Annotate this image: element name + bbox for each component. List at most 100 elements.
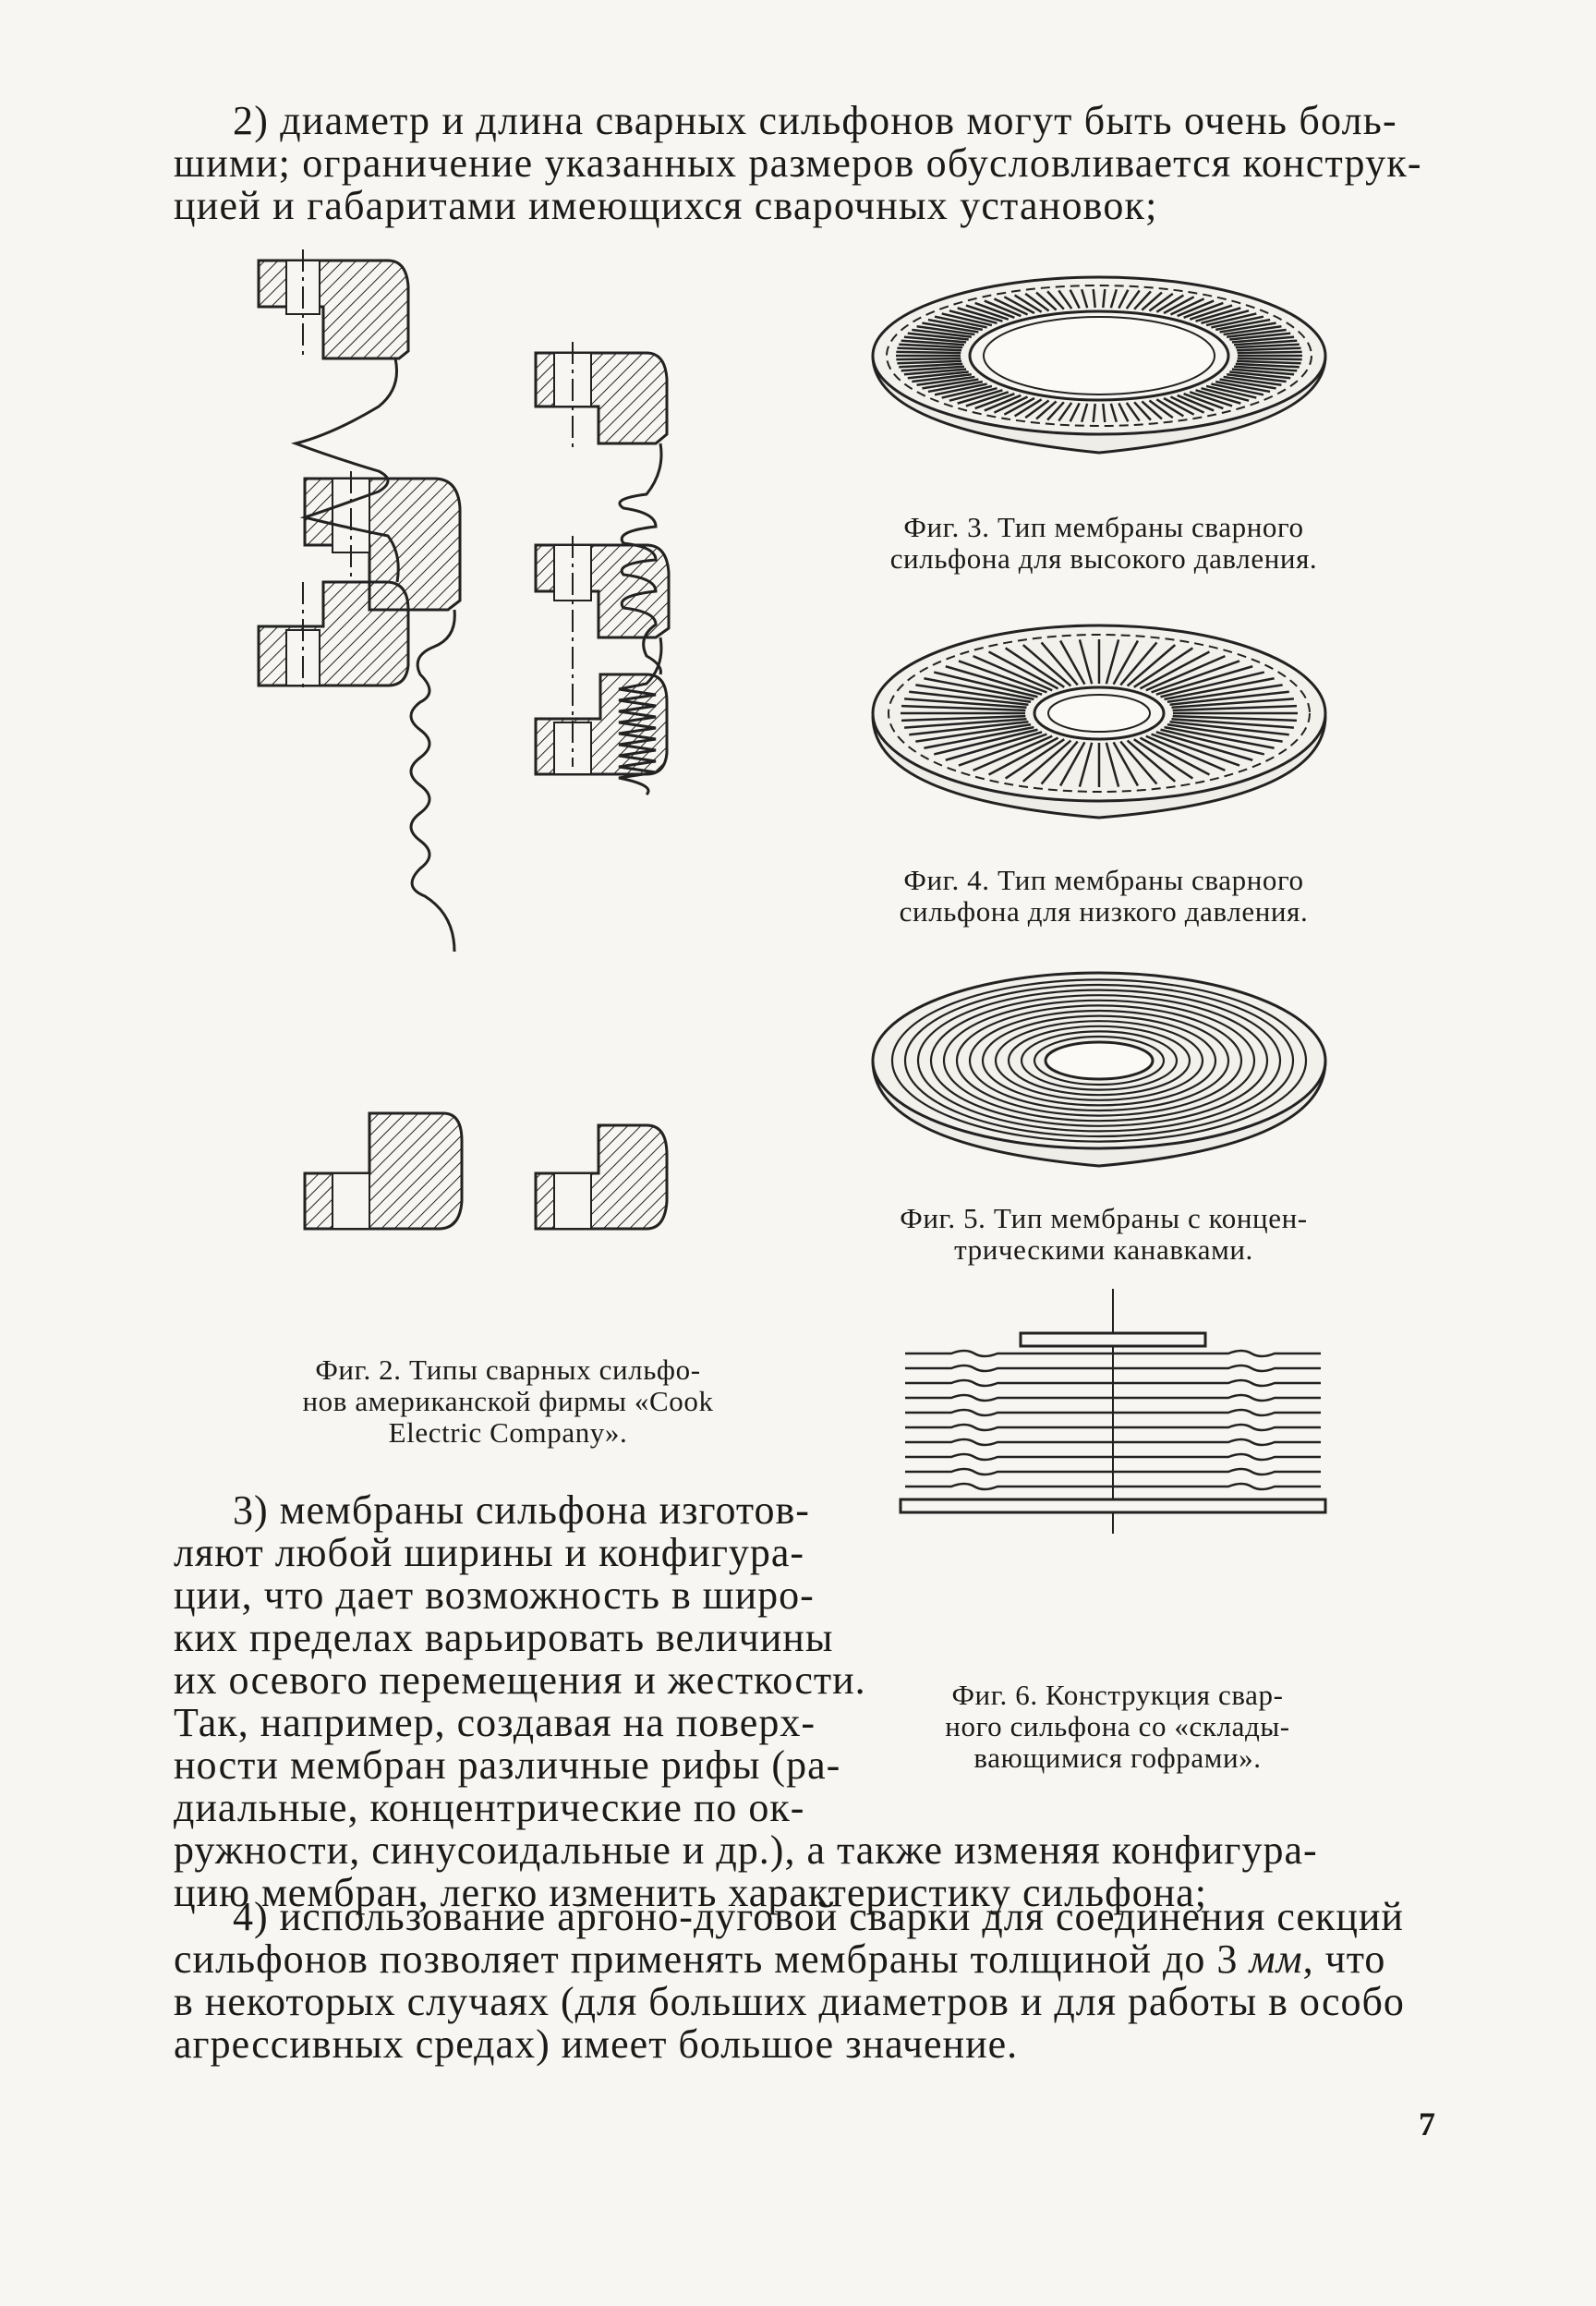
radial-rib: [1169, 297, 1205, 316]
radial-rib: [927, 380, 984, 394]
figure-4-membrane-low-pressure: [871, 624, 1327, 819]
radial-rib: [1035, 291, 1058, 311]
radial-rib: [1237, 357, 1302, 361]
figure-6-folding-bellows: [899, 1289, 1327, 1534]
radial-rib: [915, 684, 1032, 703]
radial-rib: [974, 301, 1015, 319]
radial-rib: [1046, 401, 1065, 421]
radial-rib: [1234, 339, 1298, 346]
radial-rib: [1024, 399, 1050, 419]
radial-rib: [958, 733, 1047, 767]
radial-rib: [1229, 370, 1291, 380]
text-line: ции, что дает возможность в широ-: [174, 1572, 815, 1618]
radial-rib: [1102, 288, 1106, 309]
radial-rib: [909, 690, 1029, 706]
caption-line: Фиг. 3. Тип мембраны сварного: [903, 511, 1304, 543]
radial-rib: [973, 655, 1053, 692]
radial-rib: [896, 357, 961, 361]
radial-rib: [907, 370, 969, 380]
radial-rib: [1227, 328, 1287, 338]
radial-rib: [984, 394, 1022, 412]
membrane-layer: [905, 1364, 1321, 1373]
radial-rib: [1205, 384, 1257, 399]
text-run: сильфонов позволяет применять мембраны т…: [174, 1936, 1250, 1982]
radial-rib: [1080, 288, 1089, 309]
radial-rib: [912, 328, 972, 338]
radial-rib: [1112, 741, 1140, 787]
radial-rib: [1058, 289, 1073, 309]
groove-ring: [1007, 1025, 1191, 1097]
radial-rib: [897, 359, 962, 365]
text-line: ружности, синусоидальные и др.), а также…: [174, 1827, 1318, 1873]
text-line: 3) мембраны сильфона изготов-: [233, 1487, 810, 1533]
radial-rib: [1004, 738, 1065, 780]
radial-rib: [1080, 403, 1089, 423]
radial-rib: [945, 731, 1043, 761]
radial-rib: [1118, 402, 1130, 422]
radial-rib: [1163, 296, 1195, 315]
radial-rib: [1109, 288, 1118, 309]
radial-rib: [1189, 304, 1233, 321]
radial-rib: [899, 343, 963, 349]
radial-rib: [1151, 660, 1240, 694]
membrane-layer: [905, 1378, 1321, 1388]
radial-rib: [1183, 301, 1224, 319]
radial-rib: [909, 721, 1029, 736]
radial-rib: [1215, 318, 1271, 332]
radial-rib: [1024, 292, 1050, 312]
radial-rib: [1172, 714, 1298, 722]
groove-ring: [890, 978, 1308, 1143]
figure-3-membrane-high-pressure: [871, 275, 1327, 455]
radial-rib: [1133, 738, 1194, 780]
text-line: цию мембран, легко изменить характеристи…: [174, 1870, 1207, 1915]
radial-rib: [1205, 312, 1257, 327]
radial-rib: [1102, 403, 1106, 423]
membrane-layer: [905, 1349, 1321, 1358]
radial-rib: [1164, 677, 1275, 701]
radial-rib: [1133, 401, 1152, 421]
radial-rib: [1155, 731, 1253, 761]
radial-rib: [1145, 734, 1226, 771]
groove-ring: [916, 989, 1282, 1133]
radial-rib: [1003, 396, 1035, 416]
radial-rib: [1155, 665, 1253, 696]
radial-rib: [924, 725, 1034, 749]
radial-rib: [1126, 739, 1177, 783]
radial-rib: [1069, 289, 1081, 309]
radial-rib: [1022, 739, 1072, 783]
radial-rib: [1201, 309, 1250, 325]
groove-ring: [968, 1009, 1230, 1112]
radial-rib: [1171, 717, 1294, 729]
text-line: шими; ограничение указанных размеров обу…: [174, 140, 1422, 186]
radial-rib: [993, 297, 1029, 316]
radial-rib: [1035, 400, 1058, 420]
radial-rib: [1112, 639, 1140, 686]
figure-5-caption: Фиг. 5. Тип мембраны с концен- трическим…: [831, 1203, 1376, 1266]
radial-rib: [1155, 398, 1185, 418]
text-line: цией и габаритами имеющихся сварочных ус…: [174, 183, 1158, 228]
radial-rib: [1172, 704, 1298, 712]
groove-ring: [1020, 1030, 1179, 1091]
radial-rib: [1167, 723, 1283, 743]
radial-rib: [941, 312, 993, 327]
caption-line: сильфона для низкого давления.: [899, 895, 1309, 928]
radial-rib: [1235, 362, 1300, 369]
radial-rib: [1092, 403, 1096, 423]
radial-rib: [1151, 733, 1240, 767]
radial-rib: [901, 339, 964, 346]
radial-rib: [1183, 393, 1224, 410]
radial-rib: [1133, 290, 1152, 310]
radial-rib: [934, 382, 987, 396]
radial-rib: [1231, 335, 1295, 344]
radial-rib: [945, 665, 1043, 696]
groove-ring: [981, 1014, 1217, 1107]
text-line: диальные, концентрические по ок-: [174, 1785, 805, 1830]
radial-rib: [1125, 289, 1141, 309]
radial-rib: [1169, 395, 1205, 414]
radial-rib: [1139, 736, 1211, 776]
radial-rib: [901, 704, 1026, 712]
groove-ring: [1033, 1035, 1166, 1086]
radial-rib: [1219, 322, 1276, 334]
radial-rib: [916, 324, 975, 336]
radial-rib: [1211, 315, 1264, 329]
